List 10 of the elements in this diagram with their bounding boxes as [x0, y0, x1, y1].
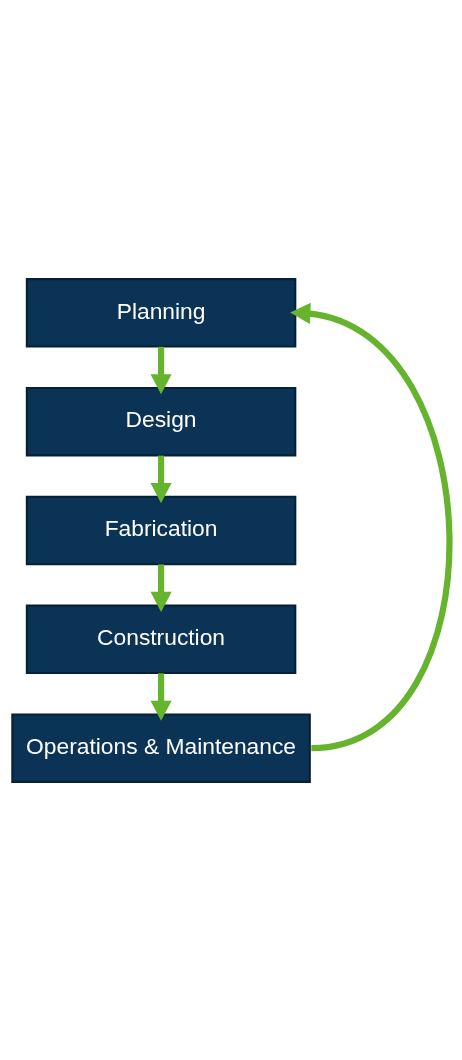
arrow [150, 672, 172, 721]
arrow [150, 346, 172, 394]
node-box: Planning [25, 277, 297, 348]
node-box: Fabrication [25, 495, 297, 565]
node-box: Construction [25, 604, 297, 674]
arrow [290, 302, 453, 751]
node-box: Operations & Maintenance [11, 712, 311, 783]
arrow [150, 455, 172, 503]
arrow [150, 563, 172, 612]
node-box: Design [25, 386, 297, 456]
